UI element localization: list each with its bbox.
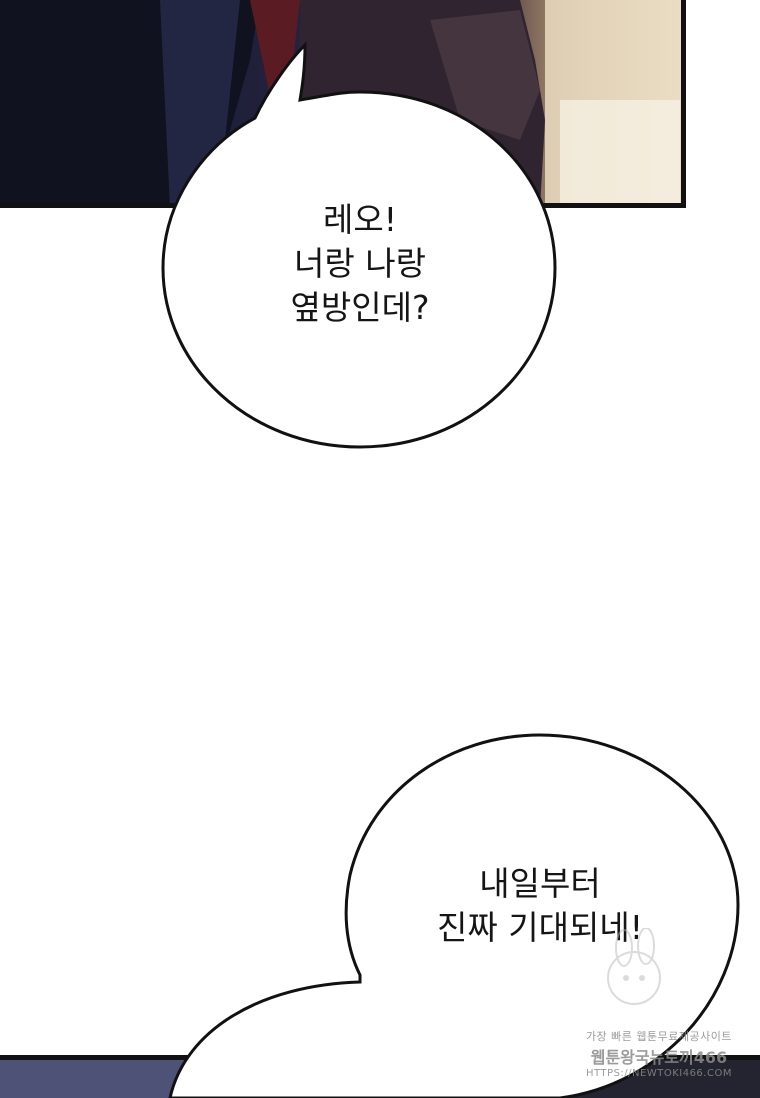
speech-bubble-1-text: 레오! 너랑 나랑 옆방인데?: [290, 200, 430, 327]
top-comic-panel: [0, 0, 686, 208]
red-tie-shape: [250, 0, 300, 120]
top-panel-art: [0, 0, 681, 203]
watermark-tagline: 가장 빠른 웹툰무료제공사이트: [585, 1030, 732, 1043]
mascot-watermark-icon: [607, 928, 661, 1005]
speech-bubble-1: [161, 41, 557, 449]
bottom-blue-area: [0, 1060, 200, 1098]
watermark-url: HTTPS://NEWTOKI466.COM: [585, 1068, 732, 1079]
site-watermark: 가장 빠른 웹툰무료제공사이트 웹툰왕국뉴토끼466 HTTPS://NEWTO…: [586, 1028, 732, 1079]
speech-bubble-2-text: 내일부터 진짜 기대되네!: [437, 864, 643, 947]
jacket-fold-shape: [430, 10, 540, 140]
light-glow: [560, 100, 680, 203]
speech-bubble-2: [168, 733, 740, 1098]
watermark-site-name: 웹툰왕국뉴토끼466: [590, 1048, 728, 1067]
